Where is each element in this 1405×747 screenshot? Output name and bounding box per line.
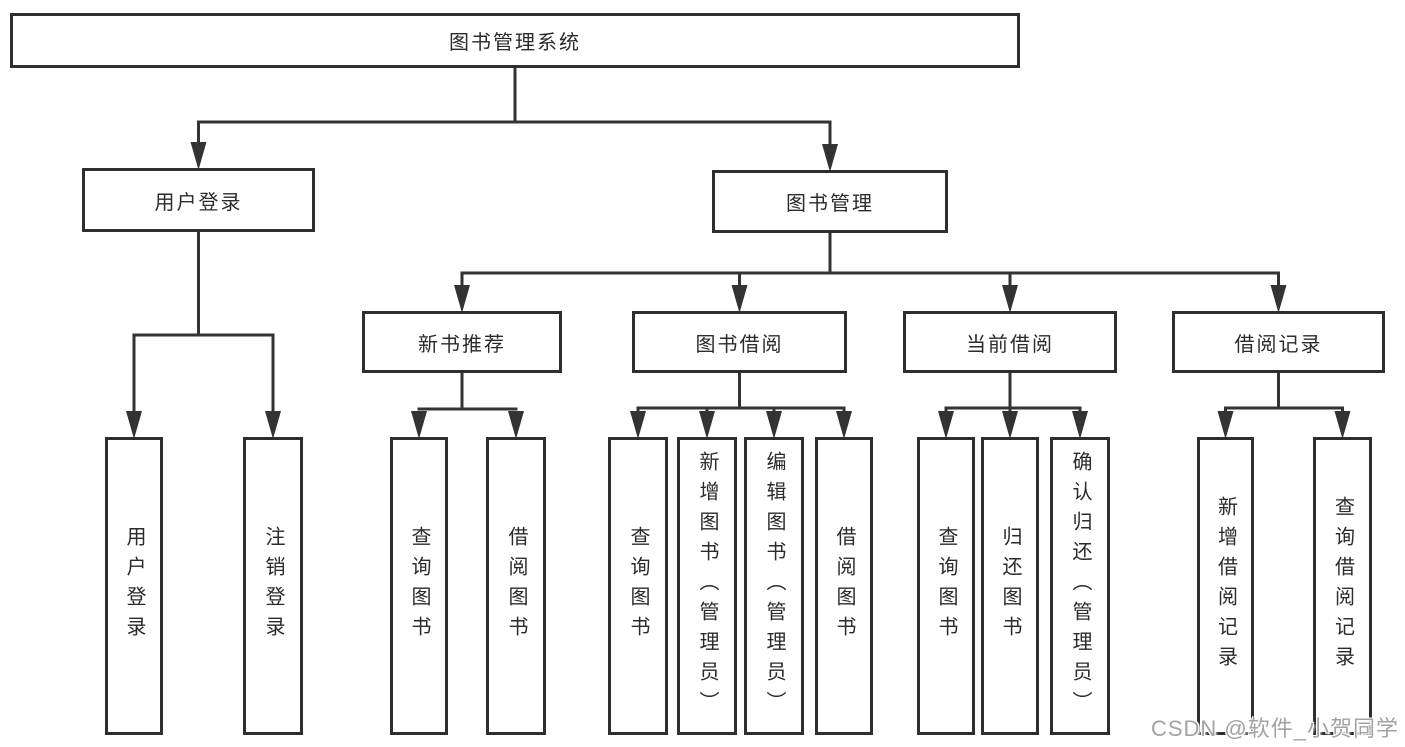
node-leaf-nb-query: 查询图书 <box>390 437 448 735</box>
node-label-leaf-r-query: 查询借阅记录 <box>1331 496 1354 676</box>
node-label-leaf-b-borrow: 借阅图书 <box>833 526 855 646</box>
node-label-leaf-user-login: 用户登录 <box>123 526 145 646</box>
node-label-leaf-c-confirm: 确认归还（管理员） <box>1069 451 1091 721</box>
node-leaf-nb-borrow: 借阅图书 <box>486 437 546 735</box>
node-leaf-c-return: 归还图书 <box>981 437 1039 735</box>
node-login: 用户登录 <box>82 168 315 232</box>
node-root: 图书管理系统 <box>10 13 1020 68</box>
edge-arrowhead-leaf-c-query <box>938 411 954 439</box>
edge-arrowhead-leaf-b-query <box>630 411 646 439</box>
edge-arrowhead-records <box>1270 285 1287 313</box>
node-label-borrow: 图书借阅 <box>695 333 784 356</box>
node-label-current: 当前借阅 <box>966 333 1054 356</box>
node-label-leaf-nb-borrow: 借阅图书 <box>505 526 527 646</box>
edge-arrowhead-leaf-b-borrow <box>836 411 852 439</box>
edge-arrowhead-leaf-nb-borrow <box>508 411 524 439</box>
node-label-login: 用户登录 <box>154 191 243 214</box>
edge-arrowhead-mgmt <box>822 144 838 172</box>
edge-arrowhead-leaf-r-query <box>1334 411 1351 439</box>
node-leaf-b-query: 查询图书 <box>608 437 668 735</box>
node-mgmt: 图书管理 <box>712 170 948 233</box>
edge-arrowhead-leaf-c-confirm <box>1072 411 1088 439</box>
node-label-leaf-b-query: 查询图书 <box>627 526 649 646</box>
edge-arrowhead-leaf-c-return <box>1002 411 1018 439</box>
node-label-records: 借阅记录 <box>1234 333 1323 356</box>
edge-arrowhead-leaf-user-login <box>126 411 142 439</box>
node-label-leaf-c-return: 归还图书 <box>999 526 1021 646</box>
csdn-watermark: CSDN @软件_小贺同学 <box>1150 716 1399 741</box>
node-records: 借阅记录 <box>1172 311 1385 373</box>
node-label-root: 图书管理系统 <box>449 32 581 54</box>
node-borrow: 图书借阅 <box>632 311 847 373</box>
node-leaf-r-add: 新增借阅记录 <box>1197 437 1254 735</box>
node-label-newbook: 新书推荐 <box>418 333 506 356</box>
node-leaf-b-borrow: 借阅图书 <box>815 437 873 735</box>
node-leaf-user-login: 用户登录 <box>105 437 163 735</box>
edge-arrowhead-leaf-b-edit <box>766 411 782 439</box>
edge-arrowhead-current <box>1002 285 1018 313</box>
node-label-mgmt: 图书管理 <box>786 193 874 215</box>
node-newbook: 新书推荐 <box>362 311 562 373</box>
node-leaf-logout: 注销登录 <box>243 437 303 735</box>
node-leaf-b-edit: 编辑图书（管理员） <box>744 437 804 735</box>
node-label-leaf-r-add: 新增借阅记录 <box>1214 496 1237 676</box>
node-label-leaf-b-edit: 编辑图书（管理员） <box>763 451 785 721</box>
edge-arrowhead-leaf-nb-query <box>411 411 427 439</box>
edge-arrowhead-borrow <box>731 285 748 313</box>
node-label-leaf-b-add: 新增图书（管理员） <box>696 451 718 721</box>
edge-arrowhead-leaf-logout <box>265 411 281 439</box>
edge-arrowhead-login <box>190 142 207 170</box>
edge-arrowhead-leaf-b-add <box>699 411 715 439</box>
node-leaf-r-query: 查询借阅记录 <box>1313 437 1372 735</box>
node-label-leaf-nb-query: 查询图书 <box>408 526 430 646</box>
node-label-leaf-c-query: 查询图书 <box>935 526 957 646</box>
edge-arrowhead-leaf-r-add <box>1217 411 1234 439</box>
node-leaf-c-confirm: 确认归还（管理员） <box>1050 437 1110 735</box>
node-leaf-b-add: 新增图书（管理员） <box>677 437 737 735</box>
edge-arrowhead-newbook <box>454 285 470 313</box>
node-leaf-c-query: 查询图书 <box>917 437 975 735</box>
node-label-leaf-logout: 注销登录 <box>262 526 284 646</box>
node-current: 当前借阅 <box>903 311 1117 373</box>
